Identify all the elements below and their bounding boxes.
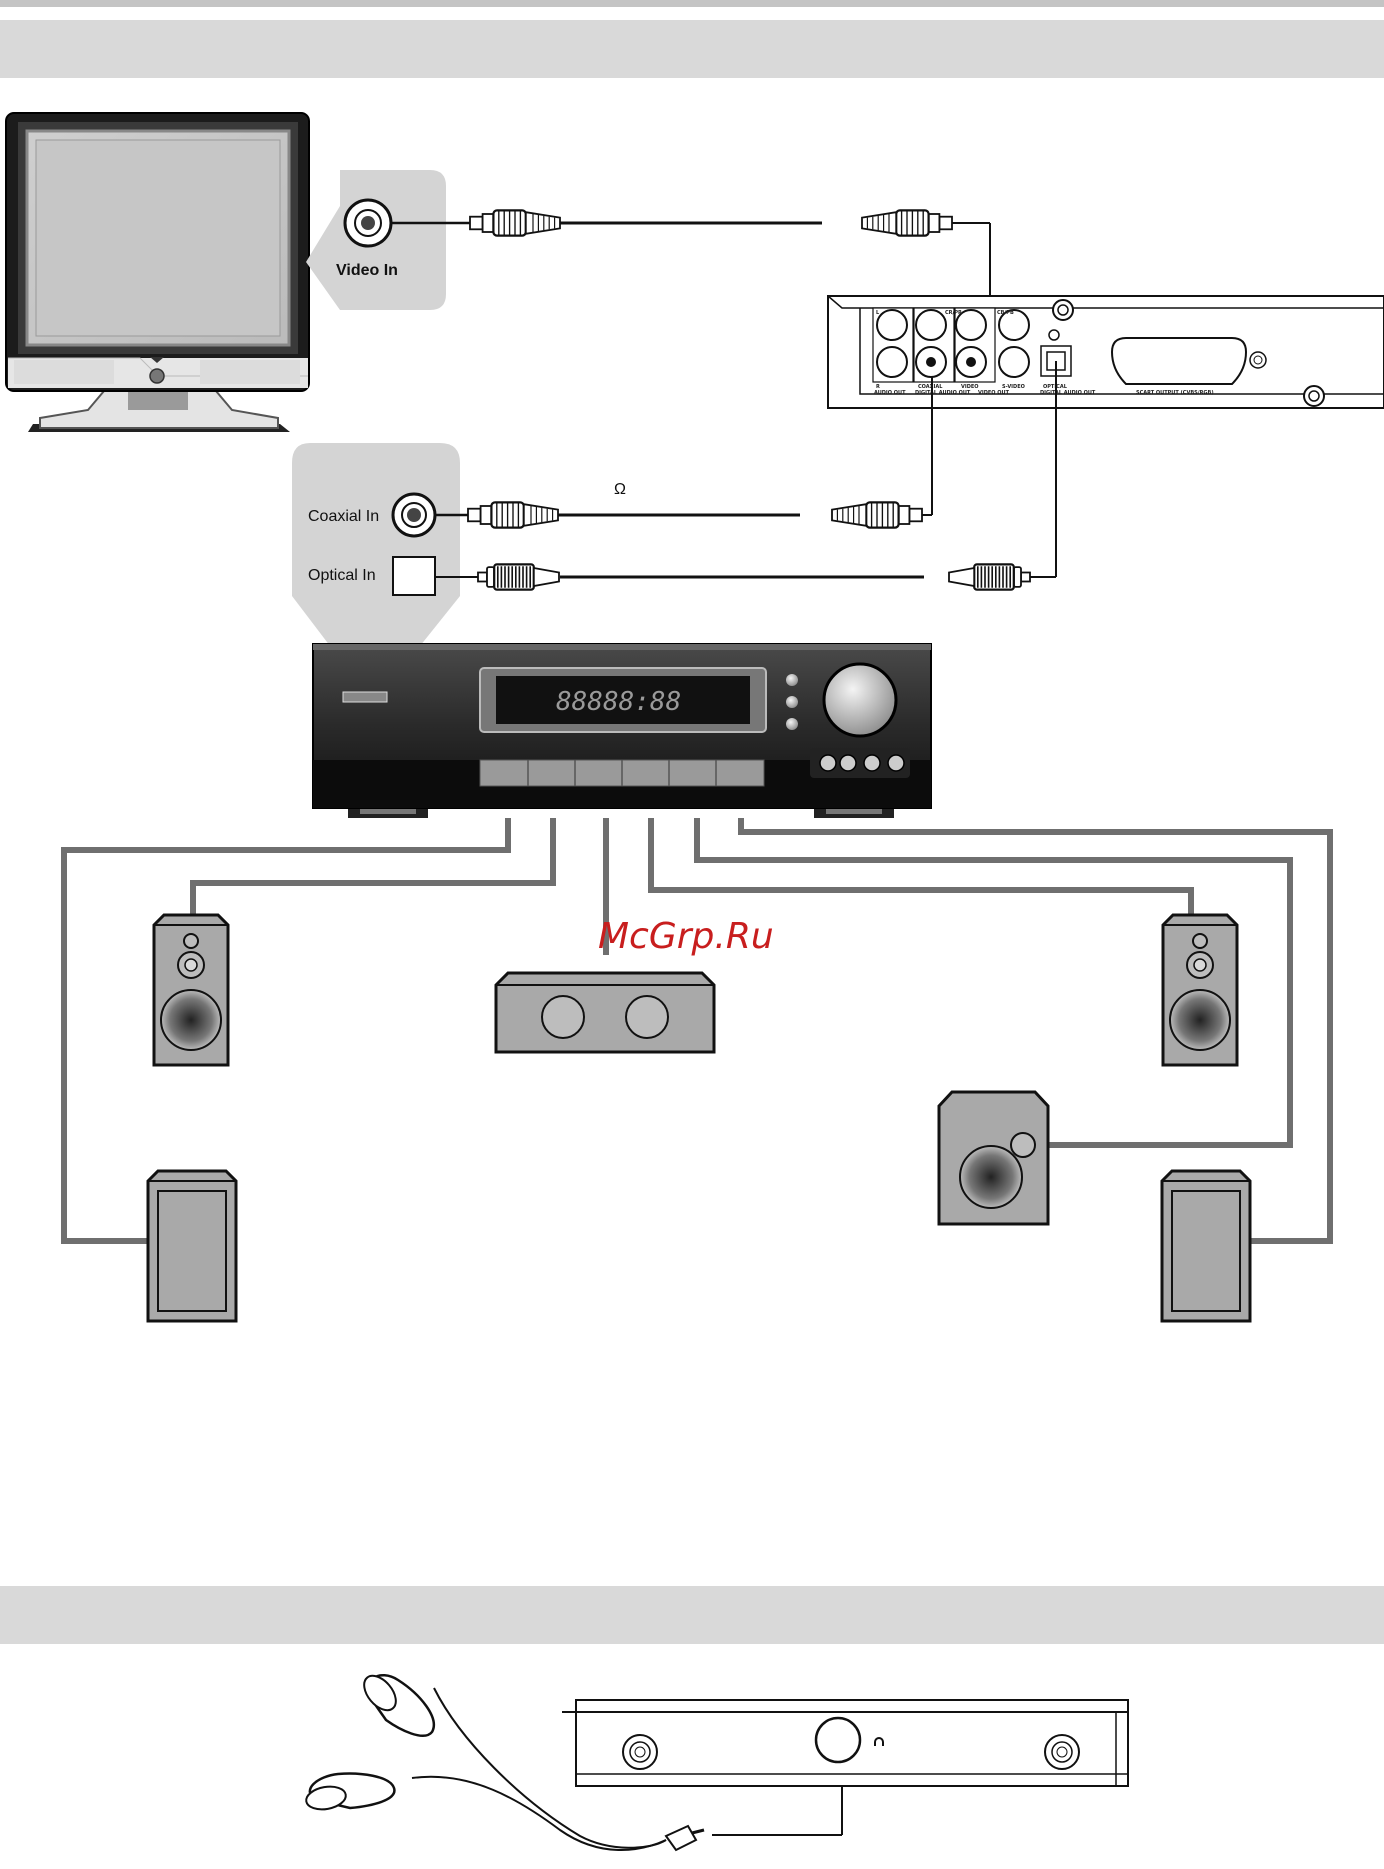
rear-label-video-out: VIDEO OUT [978, 390, 1010, 396]
rear-label-scart-output: SCART OUTPUT (CVBS/RGB) [1136, 390, 1214, 396]
watermark: McGrp.Ru [598, 916, 774, 957]
coaxial-in-label: Coaxial In [308, 508, 379, 525]
rear-label-cb-pb: CB/PB [997, 310, 1014, 316]
receiver-inputs-callout: Coaxial In Optical In [292, 443, 460, 646]
rear-label-optical-digital-audio-out: DIGITAL AUDIO OUT [1040, 390, 1096, 396]
tv-icon [6, 113, 309, 432]
headphone-jack-icon [816, 1718, 860, 1762]
rear-label-cr-pr: CR/PR [945, 310, 962, 316]
rear-left-speaker-icon [148, 1171, 236, 1321]
section-header-bar-2 [0, 1586, 1384, 1644]
dvd-player-front-icon [562, 1700, 1128, 1786]
subwoofer-icon [939, 1092, 1048, 1224]
dvd-player-rear-icon: L CR/PR CB/PB R COAXIAL VIDEO S-VIDEO OP… [828, 296, 1384, 408]
volume-knob-icon [824, 664, 896, 736]
video-in-label: Video In [336, 262, 398, 279]
section-header-bar [0, 20, 1384, 78]
tv-video-in-callout: Video In [306, 170, 446, 310]
center-speaker-icon [496, 973, 714, 1052]
front-left-speaker-icon [154, 915, 228, 1065]
front-right-speaker-icon [1163, 915, 1237, 1065]
rear-right-speaker-icon [1162, 1171, 1250, 1321]
av-receiver-icon: 88888:88 [313, 644, 931, 818]
optical-in-jack-icon [393, 557, 435, 595]
rear-label-audio-out: AUDIO OUT [874, 390, 906, 396]
receiver-display: 88888:88 [556, 687, 681, 717]
coax-ohm-symbol: Ω [614, 481, 626, 498]
rear-label-digital-audio-out: DIGITAL AUDIO OUT [915, 390, 971, 396]
top-rule [0, 0, 1384, 7]
optical-in-label: Optical In [308, 567, 376, 584]
